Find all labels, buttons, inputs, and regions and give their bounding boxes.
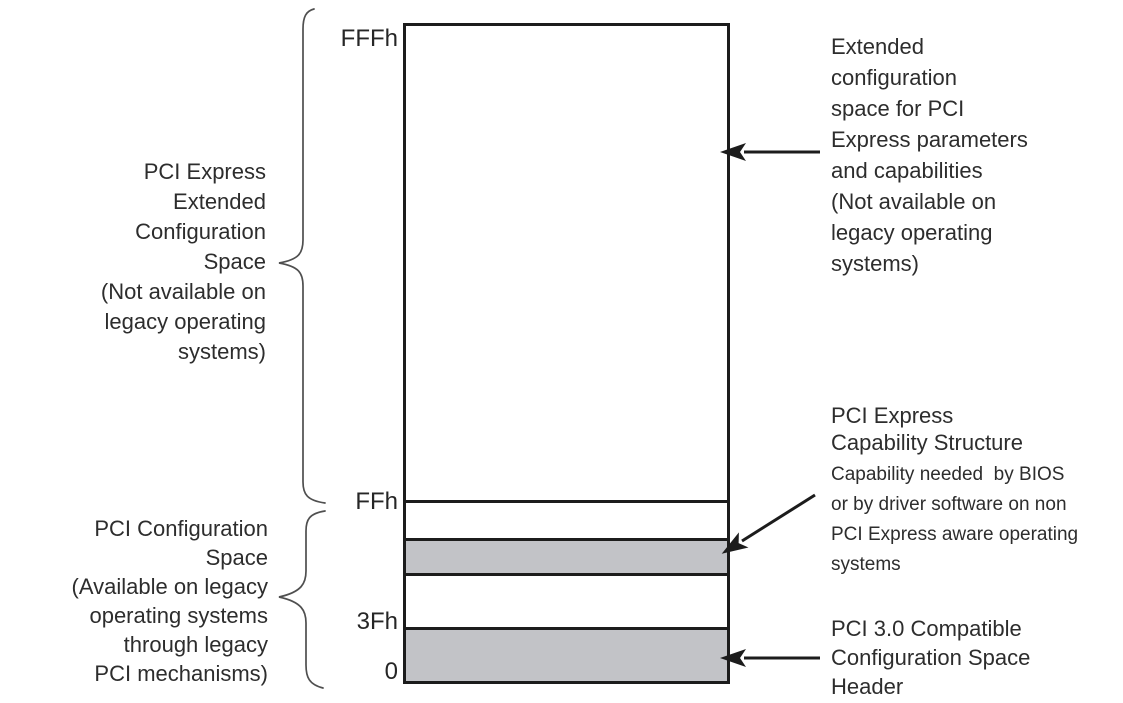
note-line: legacy operating <box>831 220 993 245</box>
label-line: Extended <box>173 189 266 214</box>
address-label-ffh: FFh <box>355 488 398 515</box>
label-line: (Available on legacy <box>71 574 269 599</box>
label-line: PCI mechanisms) <box>94 661 268 686</box>
label-pci-config-space: PCI Configuration Space (Available on le… <box>0 514 269 688</box>
label-line: legacy operating <box>104 309 266 334</box>
note-line: PCI 3.0 Compatible <box>831 616 1022 641</box>
note-extended-config-space: Extended configuration space for PCI Exp… <box>831 31 1111 279</box>
note-line: (Not available on <box>831 189 997 214</box>
separator-capability-top <box>406 538 727 541</box>
arrow-capability-structure <box>721 493 816 554</box>
label-line: Space <box>205 545 268 570</box>
upper-brace <box>278 8 326 504</box>
note-line: Configuration Space <box>831 645 1031 670</box>
note-line: Express parameters <box>831 127 1028 152</box>
note-line: or by driver software on non <box>831 494 1067 515</box>
note-line: PCI Express <box>831 403 954 428</box>
note-capability-structure-title: PCI Express Capability Structure <box>831 402 1121 456</box>
label-pcie-extended-config-space: PCI Express Extended Configuration Space… <box>0 157 266 367</box>
separator-ffh-line <box>406 500 727 503</box>
note-line: space for PCI <box>831 96 965 121</box>
label-line: PCI Express <box>143 159 266 184</box>
label-line: systems) <box>178 339 266 364</box>
note-line: and capabilities <box>831 158 983 183</box>
note-line: Capability Structure <box>831 430 1023 455</box>
address-label-3fh: 3Fh <box>356 608 398 635</box>
address-label-fffh: FFFh <box>340 25 398 52</box>
label-line: operating systems <box>89 603 268 628</box>
label-line: Configuration <box>135 219 266 244</box>
address-label-0: 0 <box>384 658 398 685</box>
label-line: (Not available on <box>100 279 266 304</box>
label-line: PCI Configuration <box>94 516 268 541</box>
memory-map-box <box>403 23 730 684</box>
band-pcie-capability-structure <box>406 541 727 573</box>
band-pci30-config-header <box>406 630 727 681</box>
label-line: Space <box>203 249 266 274</box>
note-line: Header <box>831 674 904 699</box>
note-capability-structure-body: Capability needed by BIOS or by driver s… <box>831 460 1121 580</box>
note-line: PCI Express aware operating <box>831 524 1079 545</box>
separator-3fh-line <box>406 627 727 630</box>
note-line: systems) <box>831 251 919 276</box>
note-pci30-header: PCI 3.0 Compatible Configuration Space H… <box>831 614 1111 701</box>
note-line: Capability needed by BIOS <box>831 464 1065 485</box>
note-line: Extended <box>831 34 924 59</box>
note-line: systems <box>831 554 901 575</box>
separator-capability-bottom <box>406 573 727 576</box>
label-line: through legacy <box>123 632 268 657</box>
note-line: configuration <box>831 65 957 90</box>
